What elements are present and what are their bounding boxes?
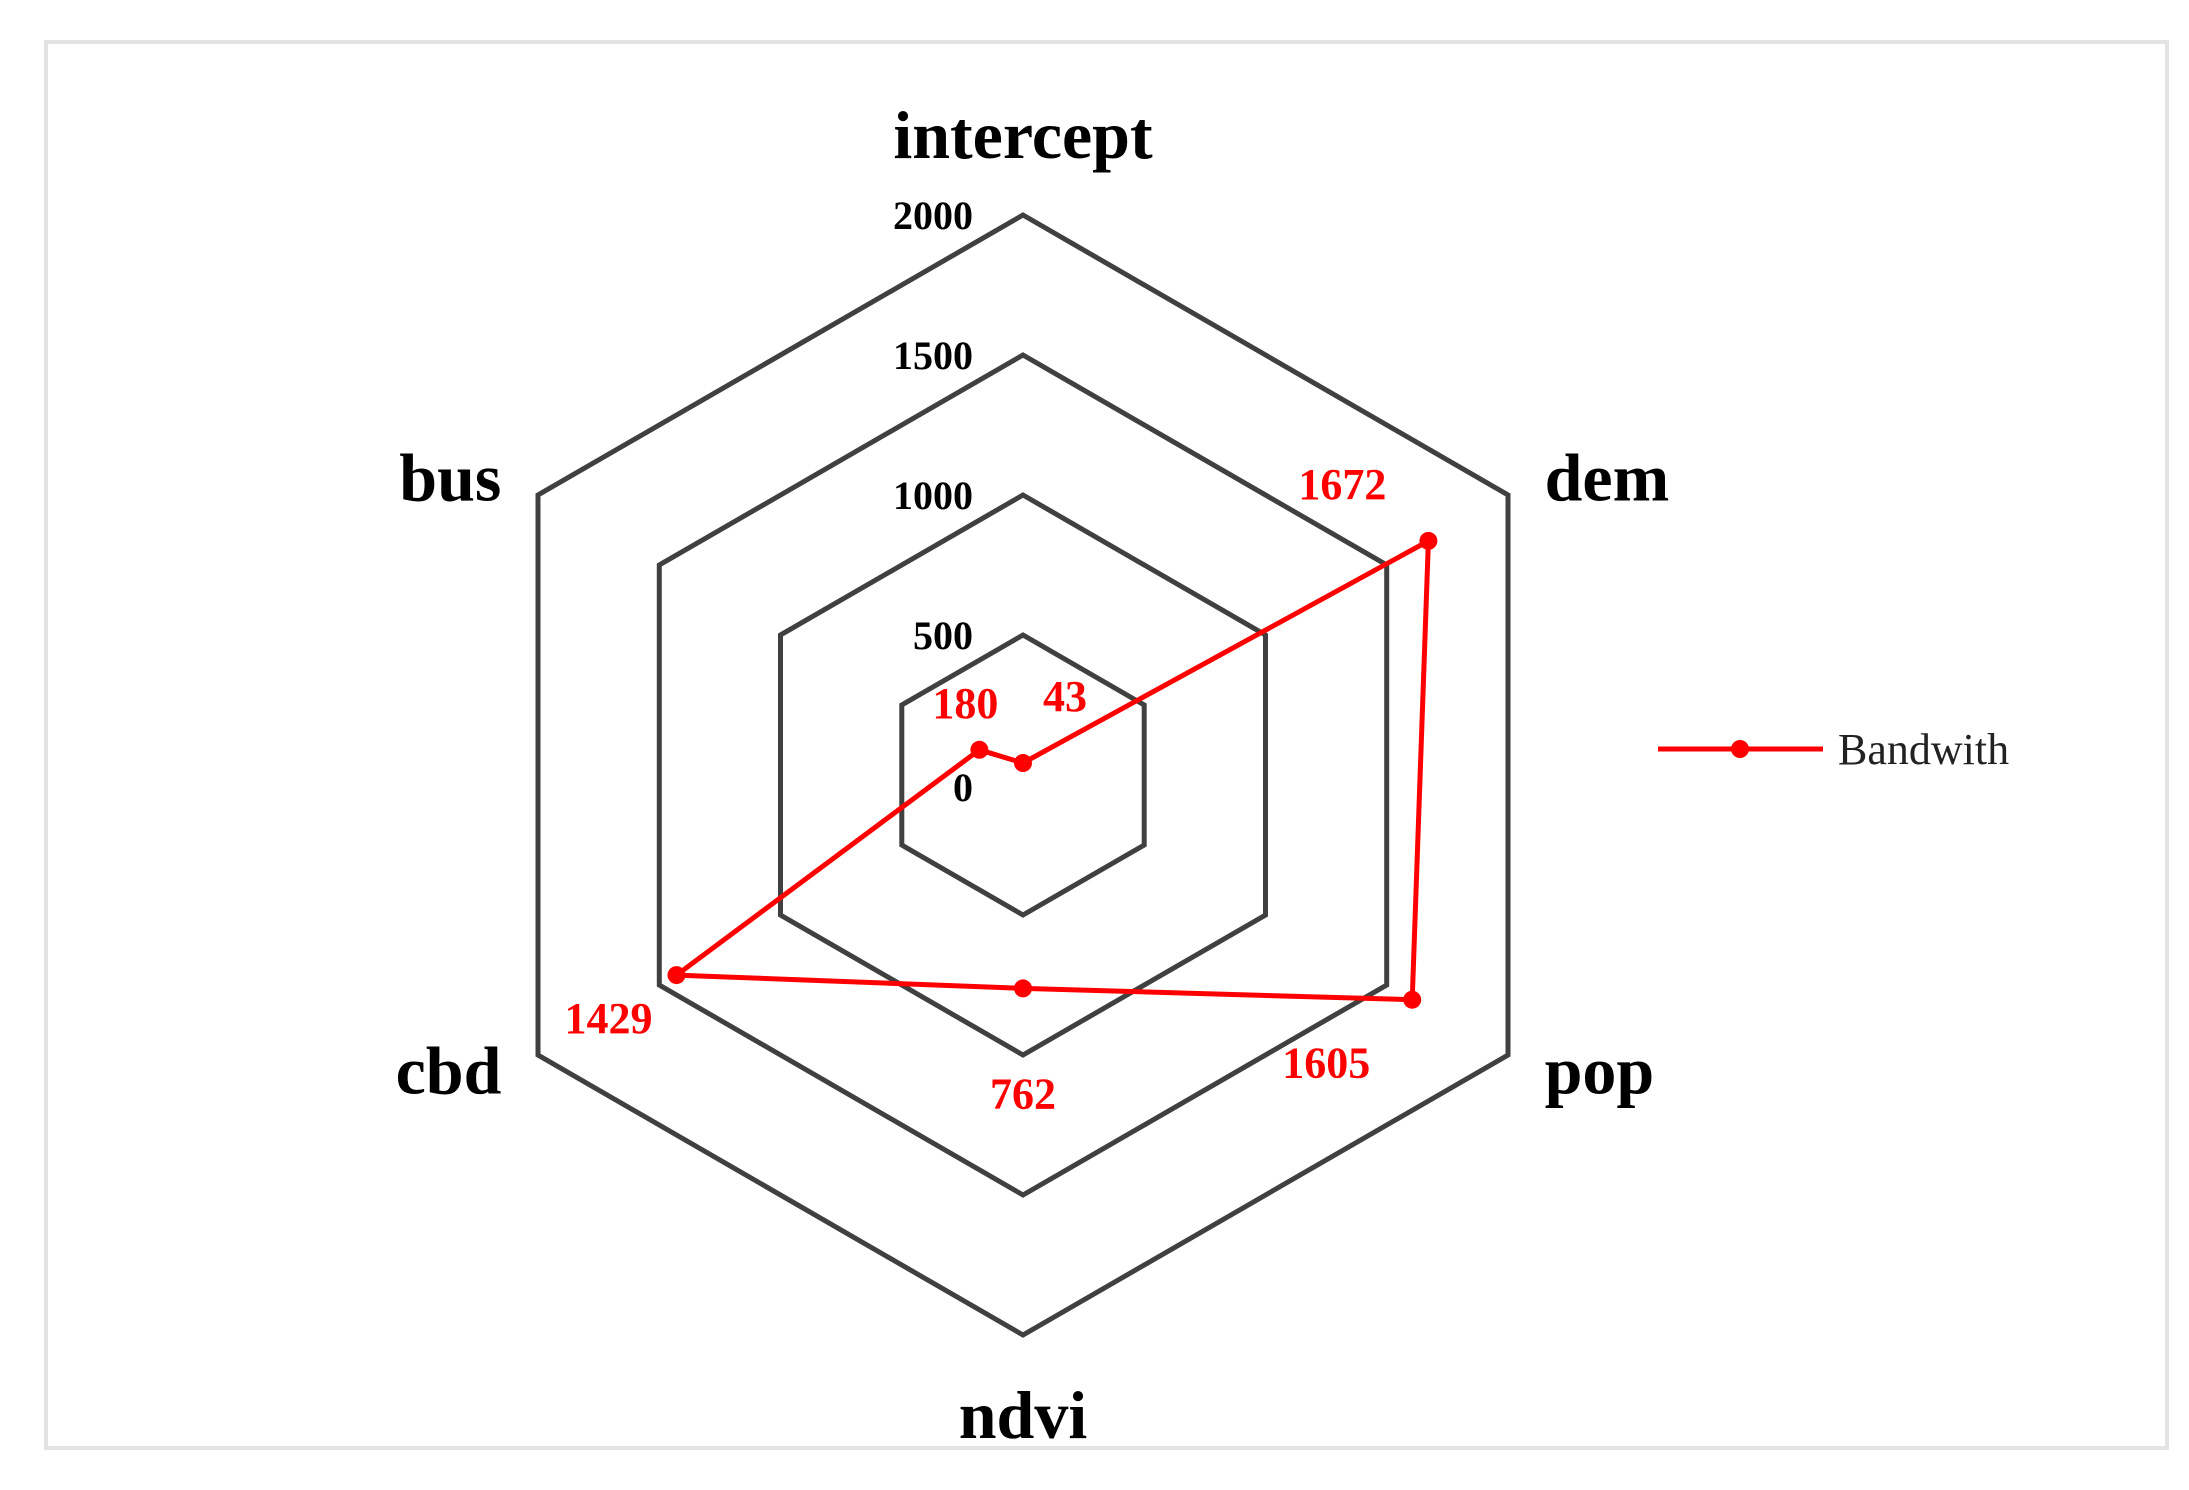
data-label-bus: 180: [932, 679, 998, 728]
radar-grid: [535, 212, 1511, 1338]
series-bandwith: [667, 531, 1438, 1009]
legend-dot-marker: [1731, 740, 1749, 758]
legend: Bandwith: [1658, 725, 2009, 774]
data-point-dem: [1419, 531, 1438, 550]
data-label-ndvi: 762: [990, 1069, 1056, 1118]
data-labels: 43 1672 1605 762 1429 180: [565, 460, 1387, 1119]
data-label-dem: 1672: [1298, 460, 1386, 509]
data-point-pop: [1403, 990, 1422, 1009]
axis-label-pop: pop: [1545, 1033, 1655, 1109]
tick-label-0: 0: [953, 765, 973, 810]
chart-frame: [44, 40, 2169, 1450]
data-point-bus: [970, 740, 989, 759]
data-label-intercept: 43: [1043, 672, 1087, 721]
axis-label-dem: dem: [1545, 440, 1670, 516]
tick-label-1000: 1000: [893, 473, 973, 518]
series-line-bandwith: [669, 536, 1432, 1003]
grid-ring-1000: [778, 492, 1268, 1058]
tick-label-2000: 2000: [893, 193, 973, 238]
axis-label-cbd: cbd: [396, 1033, 502, 1109]
tick-labels: 0 500 1000 1500 2000: [893, 193, 973, 810]
axis-label-bus: bus: [399, 440, 501, 516]
grid-ring-500: [899, 632, 1147, 918]
data-point-intercept: [1014, 754, 1032, 772]
axis-label-intercept: intercept: [893, 97, 1153, 173]
data-label-cbd: 1429: [565, 994, 653, 1043]
tick-label-1500: 1500: [893, 333, 973, 378]
data-point-ndvi: [1014, 979, 1032, 998]
axis-labels: intercept dem pop ndvi cbd bus: [396, 97, 1670, 1453]
tick-label-500: 500: [913, 613, 973, 658]
data-label-pop: 1605: [1282, 1039, 1370, 1088]
grid-ring-2000: [535, 212, 1511, 1338]
axis-label-ndvi: ndvi: [959, 1377, 1088, 1453]
data-point-cbd: [667, 966, 686, 985]
legend-label: Bandwith: [1838, 725, 2009, 774]
